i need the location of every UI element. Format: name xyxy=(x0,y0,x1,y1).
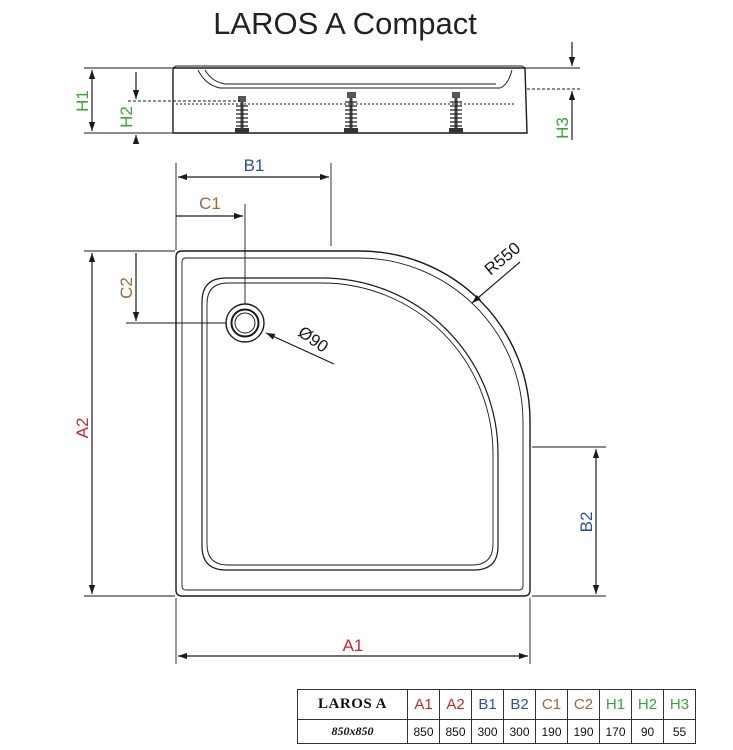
label-h1: H1 xyxy=(73,90,92,112)
table-size-cell: 850x850 xyxy=(297,719,408,744)
table-header-cell: H3 xyxy=(663,689,696,720)
label-b2: B2 xyxy=(577,512,596,533)
table-value-cell: 850 xyxy=(439,719,472,744)
drawing-title: LAROS A Compact xyxy=(213,6,477,41)
table-header-cell: A2 xyxy=(439,689,472,720)
label-h2: H2 xyxy=(117,106,136,128)
plan-basin xyxy=(201,277,499,571)
table-header-cell: C2 xyxy=(567,689,600,720)
table-value-cell: 190 xyxy=(567,719,600,744)
label-a2: A2 xyxy=(73,418,92,439)
table-value-cell: 55 xyxy=(663,719,696,744)
table-header-row: LAROS A A1 A2 B1 B2 C1 C2 H1 H2 H3 xyxy=(297,689,696,720)
label-radius: R550 xyxy=(481,238,524,279)
table-header-cell: H1 xyxy=(599,689,632,720)
plan-view: B1 C1 A2 C2 R550 Ø90 B2 A1 xyxy=(73,156,606,664)
table-value-cell: 190 xyxy=(535,719,568,744)
label-a1: A1 xyxy=(343,636,364,655)
table-value-cell: 90 xyxy=(631,719,664,744)
table-value-row: 850x850 850 850 300 300 190 190 170 90 5… xyxy=(297,719,696,744)
dimension-table: LAROS A A1 A2 B1 B2 C1 C2 H1 H2 H3 850x8… xyxy=(297,689,696,744)
label-c2: C2 xyxy=(117,277,136,299)
table-model-cell: LAROS A xyxy=(297,689,408,720)
table-header-cell: B1 xyxy=(471,689,504,720)
label-b1: B1 xyxy=(244,156,265,175)
table-value-cell: 300 xyxy=(471,719,504,744)
table-header-cell: H2 xyxy=(631,689,664,720)
table-header-cell: C1 xyxy=(535,689,568,720)
table-header-cell: A1 xyxy=(407,689,440,720)
leg-middle xyxy=(344,92,358,134)
table-value-cell: 850 xyxy=(407,719,440,744)
leg-right xyxy=(449,92,463,134)
label-h3: H3 xyxy=(553,117,572,139)
label-c1: C1 xyxy=(199,194,221,213)
plan-tray-outer xyxy=(175,250,531,597)
leg-left xyxy=(235,96,249,134)
drain xyxy=(225,303,265,343)
table-value-cell: 170 xyxy=(599,719,632,744)
side-view: H1 H2 H3 xyxy=(73,42,580,144)
table-header-cell: B2 xyxy=(503,689,536,720)
table-value-cell: 300 xyxy=(503,719,536,744)
